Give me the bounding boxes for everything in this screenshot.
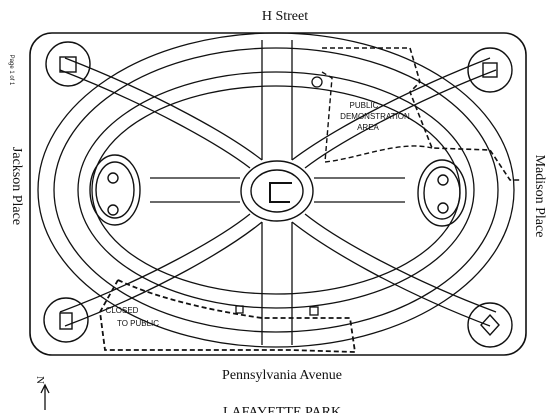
- marker-small-square: [309, 306, 319, 316]
- street-label-south: Pennsylvania Avenue: [222, 368, 342, 383]
- corner-statue-northeast: [467, 47, 513, 93]
- marker-small-circle: [311, 76, 323, 88]
- demonstration-label-3: AREA: [357, 123, 379, 132]
- central-plaza: [240, 160, 314, 222]
- north-arrow-icon: N: [34, 376, 50, 410]
- street-label-north: H Street: [262, 9, 308, 24]
- demonstration-label-1: PUBLIC: [350, 101, 379, 110]
- corner-statue-southeast: [467, 302, 513, 348]
- east-oval: [417, 159, 467, 227]
- marker-small-square: [235, 305, 244, 314]
- street-label-west: Jackson Place: [9, 147, 24, 225]
- walkways: [37, 32, 515, 348]
- closed-label-2: TO PUBLIC: [117, 319, 159, 328]
- closed-area-boundary: [99, 279, 357, 353]
- map-caption: LAFAYETTE PARK: [223, 405, 341, 413]
- demonstration-area-inner: [321, 71, 433, 163]
- west-oval: [89, 154, 141, 226]
- margin-note: Page 1 of 1: [8, 55, 14, 86]
- north-arrow-label: N: [34, 376, 46, 384]
- corner-statue-southwest: [43, 297, 89, 343]
- closed-label-1: CLOSED: [106, 306, 139, 315]
- demonstration-label-2: DEMONSTRATION: [340, 112, 410, 121]
- corner-statue-northwest: [45, 41, 91, 87]
- street-label-east: Madison Place: [532, 155, 547, 238]
